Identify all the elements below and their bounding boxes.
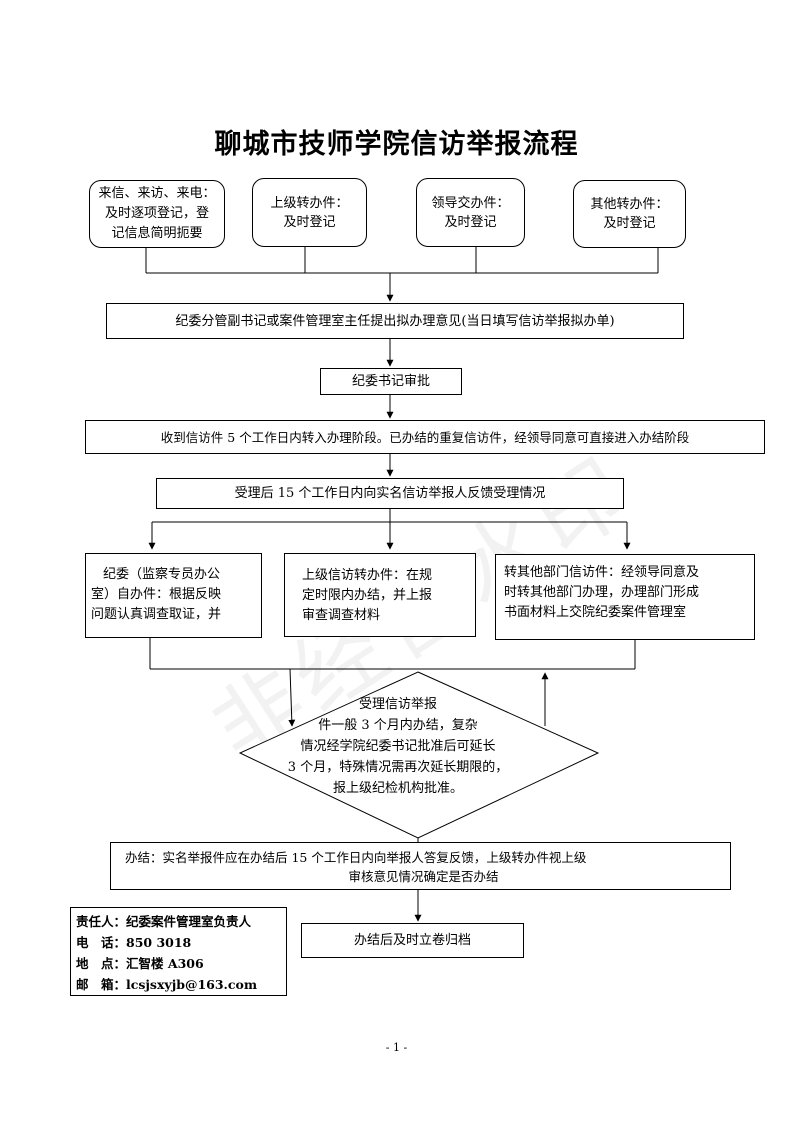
step-archive: 办结后及时立卷归档	[301, 923, 524, 958]
source-other-transfer: 其他转办件： 及时登记	[573, 180, 686, 248]
contact-label: 邮 箱：	[76, 977, 127, 992]
branch-1-line-2: 室）自办件：根据反映	[91, 587, 222, 602]
contact-responsible: 责任人：纪委案件管理室负责人	[76, 911, 286, 932]
source-leader-assigned: 领导交办件： 及时登记	[416, 178, 525, 247]
branch-superior-petition: 上级信访转办件：在规 定时限内办结，并上报 审查调查材料	[284, 553, 476, 637]
branch-3-line-1: 转其他部门信访件：经领导同意及	[504, 565, 700, 580]
contact-phone: 电 话：850 3018	[76, 932, 286, 953]
branch-1-line-1: 纪委（监察专员办公	[103, 567, 221, 582]
contact-value: lcsjsxyjb@163.com	[126, 977, 258, 992]
conclusion-line-1: 办结：实名举报件应在办结后 15 个工作日内向举报人答复反馈，上级转办件视上级	[125, 850, 587, 865]
branch-3-line-3: 书面材料上交院纪委案件管理室	[504, 605, 687, 620]
contact-email: 邮 箱：lcsjsxyjb@163.com	[76, 974, 286, 995]
step-transfer: 收到信访件 5 个工作日内转入办理阶段。已办结的重复信访件，经领导同意可直接进入…	[85, 420, 765, 454]
page-title: 聊城市技师学院信访举报流程	[214, 129, 579, 160]
source-3-line-2: 及时登记	[444, 214, 497, 230]
source-1-line-1: 来信、来访、来电：	[98, 186, 216, 201]
branch-other-department: 转其他部门信访件：经领导同意及 时转其他部门办理，办理部门形成 书面材料上交院纪…	[495, 554, 755, 640]
source-1-line-3: 记信息简明扼要	[111, 226, 203, 241]
source-2-line-2: 及时登记	[283, 214, 336, 230]
branch-2-line-3: 审查调查材料	[302, 608, 381, 623]
step-conclusion: 办结：实名举报件应在办结后 15 个工作日内向举报人答复反馈，上级转办件视上级 …	[110, 842, 731, 890]
branch-self-handled: 纪委（监察专员办公 室）自办件：根据反映 问题认真调查取证，并	[85, 553, 262, 638]
contact-label: 责任人：	[76, 914, 127, 929]
step-feedback: 受理后 15 个工作日内向实名信访举报人反馈受理情况	[156, 478, 624, 509]
source-superior-transfer: 上级转办件： 及时登记	[252, 178, 367, 247]
decision-line-4: 3 个月，特殊情况需再次延长期限的，	[287, 760, 509, 775]
source-4-line-2: 及时登记	[603, 216, 656, 231]
contact-label: 地 点：	[76, 956, 127, 971]
source-4-line-1: 其他转办件：	[590, 197, 669, 212]
branch-2-line-2: 定时限内办结，并上报	[302, 588, 433, 603]
step-proposal: 纪委分管副书记或案件管理室主任提出拟办理意见(当日填写信访举报拟办单)	[106, 303, 684, 339]
source-2-line-1: 上级转办件：	[270, 195, 349, 211]
decision-line-3: 情况经学院纪委书记批准后可延长	[300, 739, 496, 754]
contact-label: 电 话：	[76, 935, 127, 950]
source-letter-visit-call: 来信、来访、来电： 及时逐项登记，登 记信息简明扼要	[89, 180, 225, 248]
decision-line-1: 受理信访举报	[358, 697, 437, 712]
decision-line-5: 报上级纪检机构批准。	[332, 781, 463, 796]
source-1-line-2: 及时逐项登记，登	[104, 206, 209, 221]
branch-2-line-1: 上级信访转办件：在规	[302, 568, 433, 583]
step-approval: 纪委书记审批	[320, 368, 462, 395]
page-number: - 1 -	[385, 1041, 408, 1054]
arrow-to-diamond	[288, 668, 296, 727]
contact-value: 汇智楼 A306	[126, 956, 204, 971]
contact-value: 纪委案件管理室负责人	[126, 914, 252, 929]
contact-value: 850 3018	[126, 935, 192, 950]
decision-text: 受理信访举报 件一般 3 个月内办结，复杂 情况经学院纪委书记批准后可延长 3 …	[268, 694, 528, 799]
conclusion-line-2: 审核意见情况确定是否办结	[348, 869, 499, 884]
branch-1-line-3: 问题认真调查取证，并	[91, 607, 222, 622]
branch-3-line-2: 时转其他部门办理，办理部门形成	[504, 585, 700, 600]
decision-line-2: 件一般 3 个月内办结，复杂	[318, 718, 478, 733]
source-3-line-1: 领导交办件：	[431, 195, 510, 211]
contact-location: 地 点：汇智楼 A306	[76, 953, 286, 974]
contact-info: 责任人：纪委案件管理室负责人 电 话：850 3018 地 点：汇智楼 A306…	[70, 907, 287, 996]
